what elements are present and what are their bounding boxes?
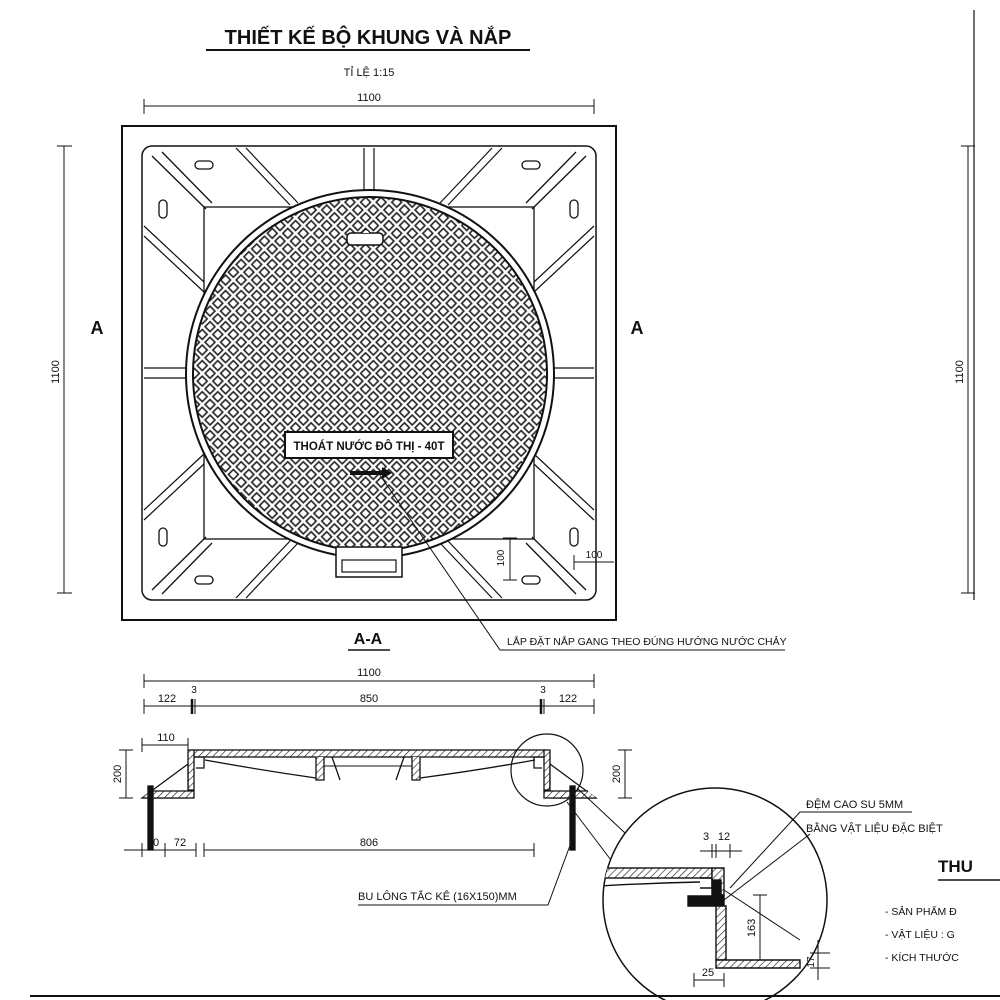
- section-mark-left: A: [91, 318, 104, 338]
- section-dim-3-right: 3: [540, 685, 546, 696]
- section-dim-3-left: 3: [191, 685, 197, 696]
- detail-dim-25: 25: [702, 967, 714, 979]
- section-dim-850: 850: [360, 693, 378, 705]
- material-label: BẰNG VẬT LIỆU ĐẶC BIỆT: [806, 822, 943, 835]
- section-dim-200-left: 200: [112, 765, 124, 783]
- detail-dim-3: 3: [703, 831, 709, 843]
- dim-100-v-label: 100: [496, 549, 507, 566]
- notes-line-2: - VẬT LIỆU : G: [885, 928, 955, 941]
- section-dim-110: 110: [157, 732, 175, 744]
- section-dims: [143, 674, 595, 714]
- section-dim-200-right: 200: [611, 765, 623, 783]
- dim-100-h-label: 100: [586, 550, 603, 561]
- section-body: [140, 749, 598, 851]
- detail-dim-12: 12: [718, 831, 730, 843]
- dim-left-label: 1100: [50, 360, 62, 384]
- cover-label: THOÁT NƯỚC ĐÔ THỊ - 40T: [294, 440, 445, 453]
- right-partial-view: [961, 10, 975, 600]
- detail-dim-163: 163: [746, 919, 758, 937]
- notes-line-3: - KÍCH THƯỚC: [885, 951, 959, 964]
- notes-line-1: - SẢN PHẨM Đ: [885, 905, 957, 918]
- bolt-leader: [358, 839, 573, 906]
- detail-dims: [693, 844, 830, 987]
- gasket-label: ĐỆM CAO SU 5MM: [806, 798, 903, 811]
- drawing-title: THIẾT KẾ BỘ KHUNG VÀ NẮP: [225, 25, 512, 49]
- detail-callout-circle: [510, 733, 584, 807]
- dim-top: [143, 99, 595, 114]
- dim-left: [57, 145, 72, 594]
- dim-100: [503, 537, 614, 581]
- section-dim-72: 72: [174, 837, 186, 849]
- section-dim-50: 50: [147, 837, 159, 849]
- dim-right-label: 1100: [954, 360, 966, 384]
- section-mark-right: A: [631, 318, 644, 338]
- install-note: LẮP ĐẶT NẮP GANG THEO ĐÚNG HƯỚNG NƯỚC CH…: [507, 635, 787, 648]
- detail-label-leaders: [723, 811, 912, 941]
- section-dim-122-left: 122: [158, 693, 176, 705]
- install-note-leader: [379, 474, 785, 651]
- dim-top-label: 1100: [357, 92, 381, 104]
- scale-label: TỈ LỆ 1:15: [344, 66, 395, 79]
- section-title: A-A: [354, 631, 383, 648]
- section-dim-806: 806: [360, 837, 378, 849]
- notes-heading: THU: [938, 857, 973, 876]
- section-dim-total: 1100: [357, 667, 381, 679]
- bolt-label: BU LÔNG TẮC KÊ (16X150)MM: [358, 890, 517, 903]
- detail-dim-17: 17: [806, 956, 817, 968]
- cover-lid: [185, 189, 555, 578]
- detail-view: [602, 787, 828, 1000]
- section-dim-122-right: 122: [559, 693, 577, 705]
- section-side-dims: [119, 738, 632, 857]
